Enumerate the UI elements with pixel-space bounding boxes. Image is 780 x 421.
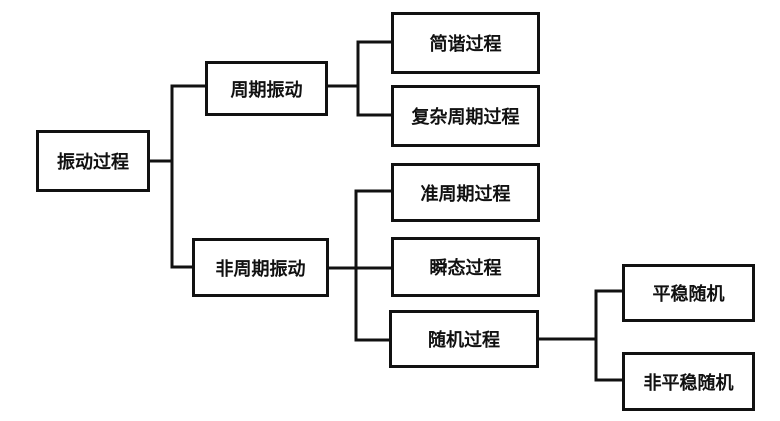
node-simple-harmonic-process: 简谐过程 — [391, 12, 540, 74]
node-random-process: 随机过程 — [389, 310, 539, 368]
node-nonstationary-random: 非平稳随机 — [622, 352, 755, 411]
node-stationary-random: 平稳随机 — [622, 264, 755, 322]
node-periodic-vibration: 周期振动 — [205, 61, 328, 116]
node-transient-process: 瞬态过程 — [391, 237, 540, 297]
node-vibration-process: 振动过程 — [36, 130, 150, 192]
node-nonperiodic-vibration: 非周期振动 — [192, 238, 329, 297]
node-complex-periodic-process: 复杂周期过程 — [391, 85, 540, 147]
node-quasi-periodic-process: 准周期过程 — [391, 163, 540, 222]
